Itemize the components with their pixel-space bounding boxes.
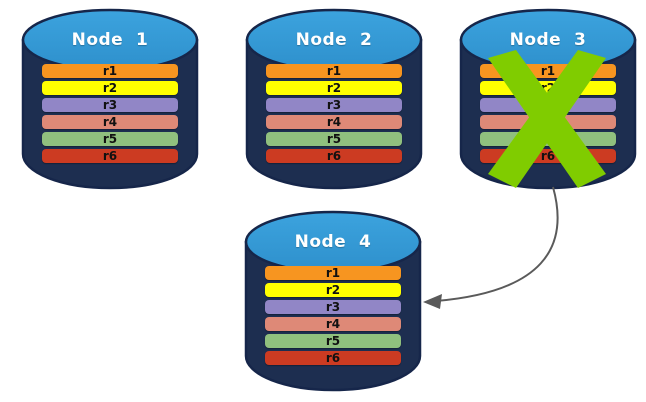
node-1-rows: r1 r2 r3 r4 r5 r6 [20, 64, 200, 163]
row-label: r1 [325, 266, 341, 280]
node-1-row-r3[interactable]: r3 [42, 98, 178, 112]
row-label: r6 [325, 351, 341, 365]
row-label: r5 [326, 132, 342, 146]
node-1-label: Node 1 [71, 30, 149, 50]
node-1-row-r6[interactable]: r6 [42, 149, 178, 163]
row-label: r4 [102, 115, 118, 129]
row-label: r2 [325, 283, 341, 297]
row-label: r5 [325, 334, 341, 348]
node-1-row-r5[interactable]: r5 [42, 132, 178, 146]
row-label: r3 [326, 98, 342, 112]
row-label: r5 [102, 132, 118, 146]
node-1-row-r2[interactable]: r2 [42, 81, 178, 95]
node-4-row-r3[interactable]: r3 [265, 300, 401, 314]
node-4-label: Node 4 [294, 232, 372, 252]
node-1-row-r4[interactable]: r4 [42, 115, 178, 129]
node-2-label: Node 2 [295, 30, 373, 50]
node-1-row-r1[interactable]: r1 [42, 64, 178, 78]
row-label: r2 [326, 81, 342, 95]
node-4-row-r6[interactable]: r6 [265, 351, 401, 365]
node-2-row-r4[interactable]: r4 [266, 115, 402, 129]
row-label: r1 [102, 64, 118, 78]
node-2-row-r2[interactable]: r2 [266, 81, 402, 95]
node-2-row-r1[interactable]: r1 [266, 64, 402, 78]
row-label: r6 [326, 149, 342, 163]
node-1[interactable]: Node 1 r1 r2 r3 r4 r5 r6 [20, 6, 200, 190]
row-label: r1 [326, 64, 342, 78]
node-2-row-r3[interactable]: r3 [266, 98, 402, 112]
node-2-row-r6[interactable]: r6 [266, 149, 402, 163]
node-4-rows: r1 r2 r3 r4 r5 r6 [243, 266, 423, 365]
node-4-row-r4[interactable]: r4 [265, 317, 401, 331]
node-4-row-r5[interactable]: r5 [265, 334, 401, 348]
replication-arrow-path [435, 186, 559, 302]
node-4-row-r2[interactable]: r2 [265, 283, 401, 297]
row-label: r6 [102, 149, 118, 163]
row-label: r4 [326, 115, 342, 129]
node-2-rows: r1 r2 r3 r4 r5 r6 [244, 64, 424, 163]
node-4[interactable]: Node 4 r1 r2 r3 r4 r5 r6 [243, 208, 423, 392]
row-label: r3 [325, 300, 341, 314]
replication-arrow-head-icon [423, 294, 442, 309]
row-label: r3 [102, 98, 118, 112]
row-label: r4 [325, 317, 341, 331]
node-4-row-r1[interactable]: r1 [265, 266, 401, 280]
node-2[interactable]: Node 2 r1 r2 r3 r4 r5 r6 [244, 6, 424, 190]
node-3-label: Node 3 [509, 30, 587, 50]
row-label: r2 [102, 81, 118, 95]
node-2-row-r5[interactable]: r5 [266, 132, 402, 146]
